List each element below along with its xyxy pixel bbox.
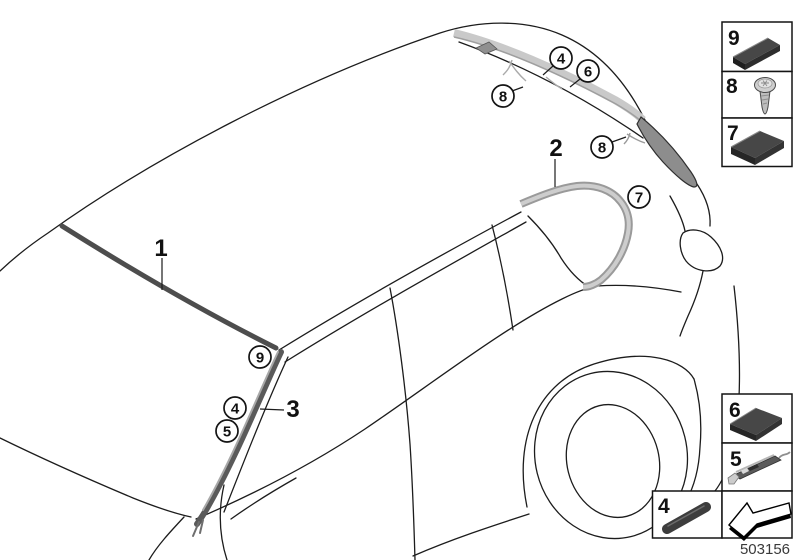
spoiler-clip-2 [502,59,527,82]
quarter-window-trim-highlight [520,183,631,289]
body-line-rear-pillar [696,183,711,227]
leader-lines [161,65,627,411]
svg-text:9: 9 [256,350,264,367]
car-line-art [0,22,741,560]
body-line-cowl [0,437,192,518]
callout-circle-9[interactable]: 9 [248,345,272,369]
body-line-a-pillar-inner [223,356,289,513]
part-number: 503156 [740,541,790,558]
foam-pad-icon-7 [730,130,784,165]
body-line-door-front-edge [219,484,228,560]
svg-text:8: 8 [598,140,606,157]
a-pillar-moulding-highlight [202,351,279,511]
a-pillar-moulding-tip [192,519,204,537]
svg-text:5: 5 [223,424,231,441]
svg-text:6: 6 [584,64,592,81]
leader-4-top [542,65,554,76]
body-line-roof-rail-a [278,211,522,351]
legend-label-9: 9 [728,27,740,50]
legend-bottom-row: 4 [651,490,793,541]
legend-label-8: 8 [726,75,738,98]
foam-strip-icon [662,502,711,534]
rear-tire [533,370,689,540]
callout-circle-4-pillar[interactable]: 4 [223,396,247,420]
a-pillar-moulding-part-3[interactable] [194,349,284,527]
leader-8-lower [611,136,627,143]
leader-6 [569,78,581,88]
svg-text:7: 7 [635,190,643,207]
body-line-wheel-arch [522,355,695,508]
body-line-roof-rail-b [284,221,527,363]
foam-block-bar-icon [732,37,780,70]
spoiler-end-cap[interactable] [636,116,698,188]
plain-callouts: 1 2 3 [154,135,562,423]
callout-circle-4-spoiler[interactable]: 4 [549,46,573,70]
rear-rim [565,403,661,519]
callout-label-3[interactable]: 3 [286,396,299,423]
torx-screw-icon [754,77,776,115]
legend-top-stack: 9 8 7 [721,21,793,168]
body-line-cowl-lower [148,516,185,560]
legend-label-4: 4 [658,495,670,518]
legend-bottom-stack: 6 5 [721,393,793,492]
callout-circle-5[interactable]: 5 [215,419,239,443]
legend-label-6: 6 [729,399,741,422]
trim-parts [59,29,698,537]
body-line-roof [0,22,646,272]
legend-label-5: 5 [730,448,742,471]
legend-box-8[interactable] [721,70,793,119]
spoiler-clip-4 [623,132,646,145]
callout-circle-7[interactable]: 7 [627,185,651,209]
circled-callouts: 4 6 8 8 7 9 4 5 [215,46,651,443]
body-line-window-sill [195,284,682,520]
svg-text:4: 4 [231,401,240,418]
quarter-window-trim-part-2[interactable] [519,181,633,291]
body-line-tailgate-inner [669,195,686,232]
body-line-below-lamp [679,270,704,337]
leader-8-upper [511,86,524,92]
direction-arrow-icon [728,501,792,541]
body-line-b-pillar [389,287,416,560]
spoiler-clip-1 [475,41,498,55]
body-line-rear-fender [685,378,702,502]
callout-circle-6[interactable]: 6 [576,59,600,83]
callout-circle-8-upper[interactable]: 8 [491,84,515,108]
body-line-front-window-sill [230,477,297,520]
callout-label-1[interactable]: 1 [154,235,167,262]
legend-label-7: 7 [727,122,739,145]
body-line-rocker [412,513,530,557]
body-line-c-pillar [491,224,514,331]
foam-pad-icon-6 [729,407,782,441]
leader-3 [259,408,285,411]
metal-clip-icon [727,451,791,485]
windscreen-top-moulding-part-1[interactable] [59,223,279,351]
body-line-tail-lamp [679,229,724,272]
spoiler-clip-3 [545,76,563,90]
body-line-d-pillar [527,215,590,288]
callout-label-2[interactable]: 2 [549,135,562,162]
svg-text:4: 4 [557,51,566,68]
svg-text:8: 8 [499,89,507,106]
callout-circle-8-lower[interactable]: 8 [590,135,614,159]
